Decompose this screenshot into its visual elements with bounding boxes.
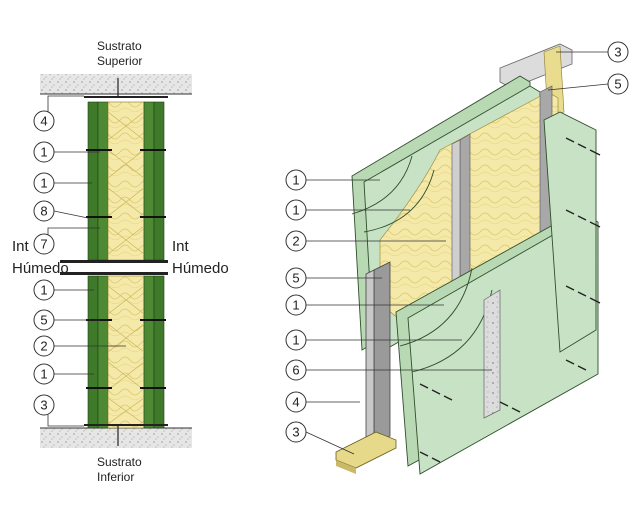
svg-text:1: 1 [292, 333, 299, 348]
section-callout-6: 1 [33, 279, 55, 301]
svg-text:5: 5 [40, 313, 47, 328]
svg-text:4: 4 [40, 114, 47, 129]
svg-text:1: 1 [40, 367, 47, 382]
isometric-view: 3 5 1 1 2 5 1 1 6 4 3 [285, 41, 629, 475]
section-callouts: 4 1 1 8 7 1 5 2 1 3 [33, 110, 55, 416]
top-substrate-label-line1: Sustrato [97, 39, 142, 53]
svg-text:1: 1 [292, 203, 299, 218]
section-callout-1: 4 [33, 110, 55, 132]
iso-callout-3: 1 [285, 169, 307, 191]
section-callout-9: 1 [33, 363, 55, 385]
svg-text:3: 3 [614, 45, 621, 60]
lower-wall-segment [87, 275, 165, 429]
iso-callout-10: 4 [285, 391, 307, 413]
screw-marks [419, 137, 601, 463]
iso-callout-4: 1 [285, 199, 307, 221]
iso-callout-8: 1 [285, 329, 307, 351]
iso-callout-9: 6 [285, 359, 307, 381]
section-callout-3: 1 [33, 172, 55, 194]
section-callout-10: 3 [33, 394, 55, 416]
iso-callout-7: 1 [285, 294, 307, 316]
svg-text:2: 2 [292, 234, 299, 249]
iso-callout-2: 5 [607, 73, 629, 95]
svg-text:7: 7 [40, 237, 47, 252]
section-view: Sustrato Superior Sustrato Inferior Int … [12, 39, 229, 484]
svg-text:6: 6 [292, 363, 299, 378]
bottom-substrate-label-line1: Sustrato [97, 455, 142, 469]
svg-text:5: 5 [614, 77, 621, 92]
right-side-label-line1: Int [172, 238, 190, 255]
svg-text:1: 1 [292, 298, 299, 313]
iso-callouts: 3 5 1 1 2 5 1 1 6 4 3 [285, 41, 629, 443]
right-board-top [543, 111, 597, 353]
svg-text:1: 1 [40, 283, 47, 298]
bottom-substrate-slab [40, 428, 192, 448]
section-callout-7: 5 [33, 309, 55, 331]
iso-callout-1: 3 [607, 41, 629, 63]
left-side-label-line2: Húmedo [12, 260, 69, 277]
top-substrate-slab [40, 74, 192, 94]
svg-text:1: 1 [40, 176, 47, 191]
section-callout-8: 2 [33, 335, 55, 357]
bottom-substrate-label-line2: Inferior [97, 470, 134, 484]
right-side-label-line2: Húmedo [172, 260, 229, 277]
concrete-strip [483, 289, 501, 419]
svg-text:2: 2 [40, 339, 47, 354]
section-callout-2: 1 [33, 141, 55, 163]
svg-text:5: 5 [292, 271, 299, 286]
upper-wall-segment [87, 101, 165, 261]
section-callout-5: 7 [33, 233, 55, 255]
stud-front [373, 261, 391, 445]
top-substrate-label-line2: Superior [97, 54, 142, 68]
left-side-label-line1: Int [12, 238, 30, 255]
svg-text:3: 3 [292, 425, 299, 440]
iso-callout-5: 2 [285, 230, 307, 252]
svg-text:8: 8 [40, 204, 47, 219]
section-callout-4: 8 [33, 200, 55, 222]
svg-text:1: 1 [292, 173, 299, 188]
svg-text:4: 4 [292, 395, 299, 410]
iso-callout-6: 5 [285, 267, 307, 289]
svg-text:1: 1 [40, 145, 47, 160]
iso-callout-11: 3 [285, 421, 307, 443]
svg-text:3: 3 [40, 398, 47, 413]
